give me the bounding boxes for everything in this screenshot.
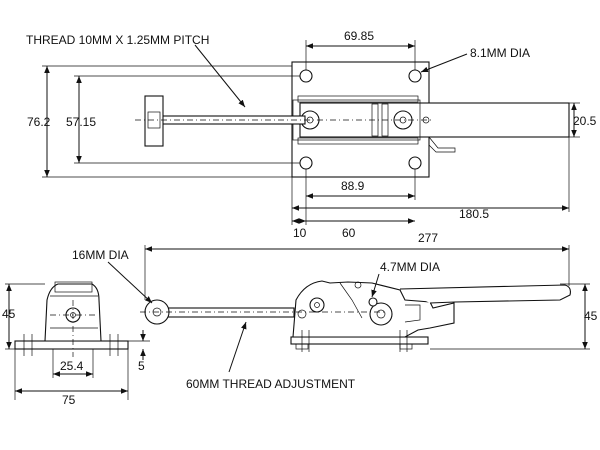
small-hole [354, 281, 362, 289]
eye-dia-label: 16MM DIA [72, 248, 129, 262]
main-pivot-pin [376, 309, 386, 319]
dim-label-10: 10 [293, 226, 307, 240]
trigger-tab [428, 136, 456, 153]
mount-hole [299, 156, 313, 170]
handle-hole [422, 116, 430, 124]
dim-label-75: 75 [62, 393, 76, 407]
mount-hole [408, 69, 422, 83]
link-edge [339, 282, 363, 319]
handle-side [399, 284, 571, 304]
dim-label-5: 5 [138, 359, 145, 373]
link-pivot [309, 297, 325, 313]
trigger-side [404, 304, 421, 323]
dim-label-57-15: 57.15 [66, 115, 96, 129]
leader-thread-adjust [228, 321, 247, 373]
dim-label-180-5: 180.5 [459, 207, 489, 221]
dim-label-45-right: 45 [584, 309, 598, 323]
side-view: 16MM DIA 4.7MM DIA 277 45 60MM THREAD AD… [72, 231, 598, 391]
thread-adjust-label: 60MM THREAD ADJUSTMENT [186, 377, 356, 391]
dim-label-277: 277 [418, 231, 438, 245]
dim-label-45-left: 45 [2, 307, 16, 321]
leader-thread-spec [194, 44, 246, 108]
dim-label-88-9: 88.9 [341, 179, 365, 193]
leader-pin-dia [371, 273, 380, 298]
eye-block-top [144, 95, 164, 147]
threaded-rod-side [161, 307, 295, 318]
thread-spec-label: THREAD 10MM X 1.25MM PITCH [26, 33, 209, 47]
side-link [297, 95, 419, 103]
base-plate-side [290, 336, 429, 345]
handle-top [299, 102, 570, 138]
mount-hole [299, 69, 313, 83]
dim-label-25-4: 25.4 [60, 359, 84, 373]
mount-hole [408, 156, 422, 170]
leader-hole-dia [420, 53, 468, 73]
dim-label-60: 60 [342, 226, 356, 240]
end-view: 45 25.4 5 75 [2, 281, 150, 407]
dim-label-76-2: 76.2 [27, 115, 51, 129]
top-view: THREAD 10MM X 1.25MM PITCH 8.1MM DIA 69.… [26, 29, 597, 240]
rod-pivot [297, 309, 307, 319]
main-pivot [369, 302, 393, 326]
dim-label-20-5: 20.5 [573, 114, 597, 128]
side-link [297, 137, 419, 145]
end-handle [54, 281, 93, 293]
pin-4-7 [368, 297, 378, 307]
dim-label-69-85: 69.85 [344, 29, 374, 43]
leader-eye-dia [107, 261, 153, 304]
foot [399, 343, 413, 350]
hole-dia-label: 8.1MM DIA [470, 46, 530, 60]
link-pivot-pin [314, 302, 320, 308]
pin-dia-label: 4.7MM DIA [380, 260, 440, 274]
